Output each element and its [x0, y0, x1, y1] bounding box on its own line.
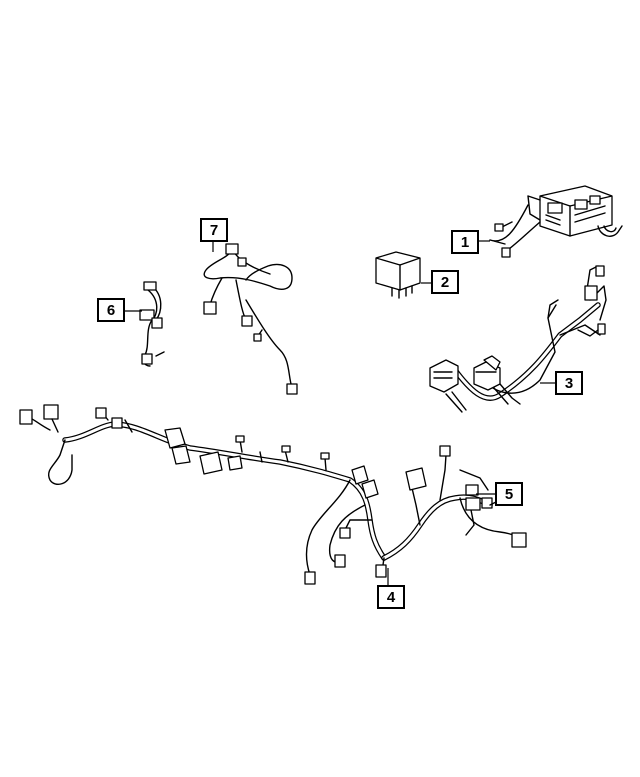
callout-7: 7: [200, 218, 228, 242]
part-7-loop-harness: [203, 243, 298, 395]
callout-5: 5: [495, 482, 523, 506]
part-2-relay: [375, 251, 421, 299]
callout-4: 4: [377, 585, 405, 609]
callout-3: 3: [555, 371, 583, 395]
part-4-main-harness: [19, 404, 527, 585]
part-6-jumper-harness: [139, 281, 165, 367]
part-5-branch-harness: [459, 469, 489, 496]
part-1-fuse-box-harness: [489, 185, 623, 258]
callout-1: 1: [451, 230, 479, 254]
callout-6: 6: [97, 298, 125, 322]
part-3-engine-harness: [429, 265, 607, 413]
callout-2: 2: [431, 270, 459, 294]
